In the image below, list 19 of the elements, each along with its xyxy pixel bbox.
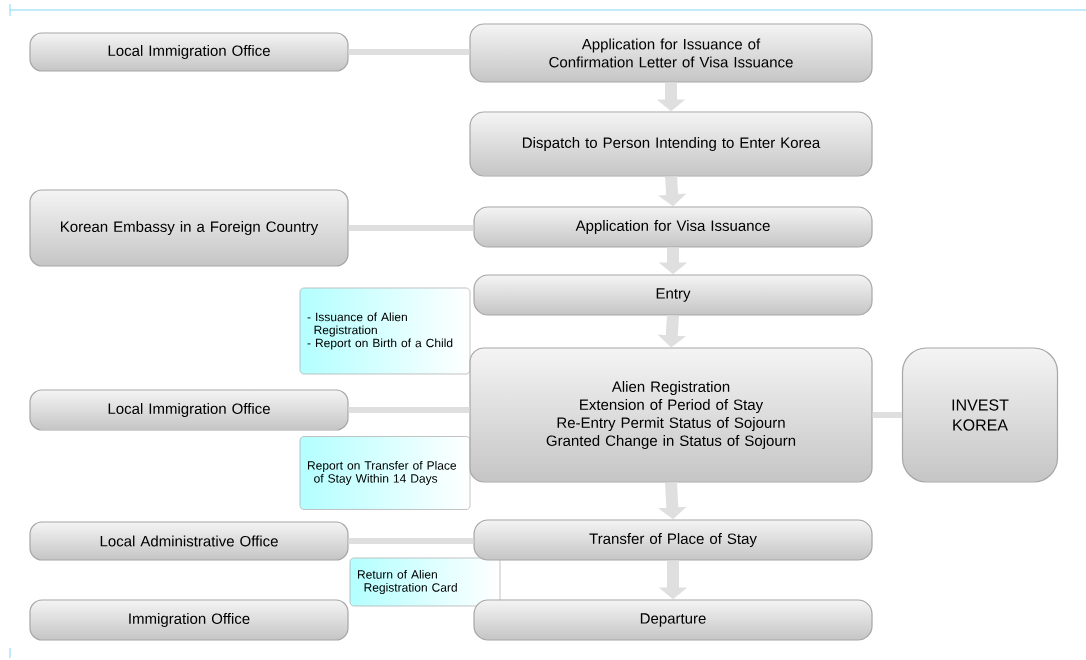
process-box: Entry: [473, 274, 873, 316]
office-box: Immigration Office: [29, 599, 349, 641]
connector-line: [348, 407, 470, 413]
connector-line: [348, 538, 474, 544]
note-box: Report on Transfer of Place of Stay Within 14 Days: [299, 436, 471, 510]
office-box: Local Immigration Office: [29, 32, 349, 72]
connector-line: [348, 49, 470, 55]
office-box: Local Immigration Office: [29, 389, 349, 431]
note-box: Return of Alien Registration Card: [349, 557, 501, 607]
connector-line: [348, 225, 474, 231]
office-box: Local Administrative Office: [29, 521, 349, 561]
process-box: Application for Issuance of Confirmation Letter of Visa Issuance: [469, 23, 873, 83]
process-box: Application for Visa Issuance: [473, 206, 873, 248]
connector-line: [872, 412, 902, 418]
process-box: Alien Registration Extension of Period of Stay Re-Entry Permit Status of Sojourn Granted Change in Status of Sojourn: [469, 347, 873, 483]
process-box: Dispatch to Person Intending to Enter Korea: [469, 111, 873, 177]
agency-box: INVEST KOREA: [901, 347, 1059, 483]
note-box: - Issuance of Alien Registration - Report on Birth of a Child: [299, 287, 471, 375]
office-box: Korean Embassy in a Foreign Country: [29, 189, 349, 267]
